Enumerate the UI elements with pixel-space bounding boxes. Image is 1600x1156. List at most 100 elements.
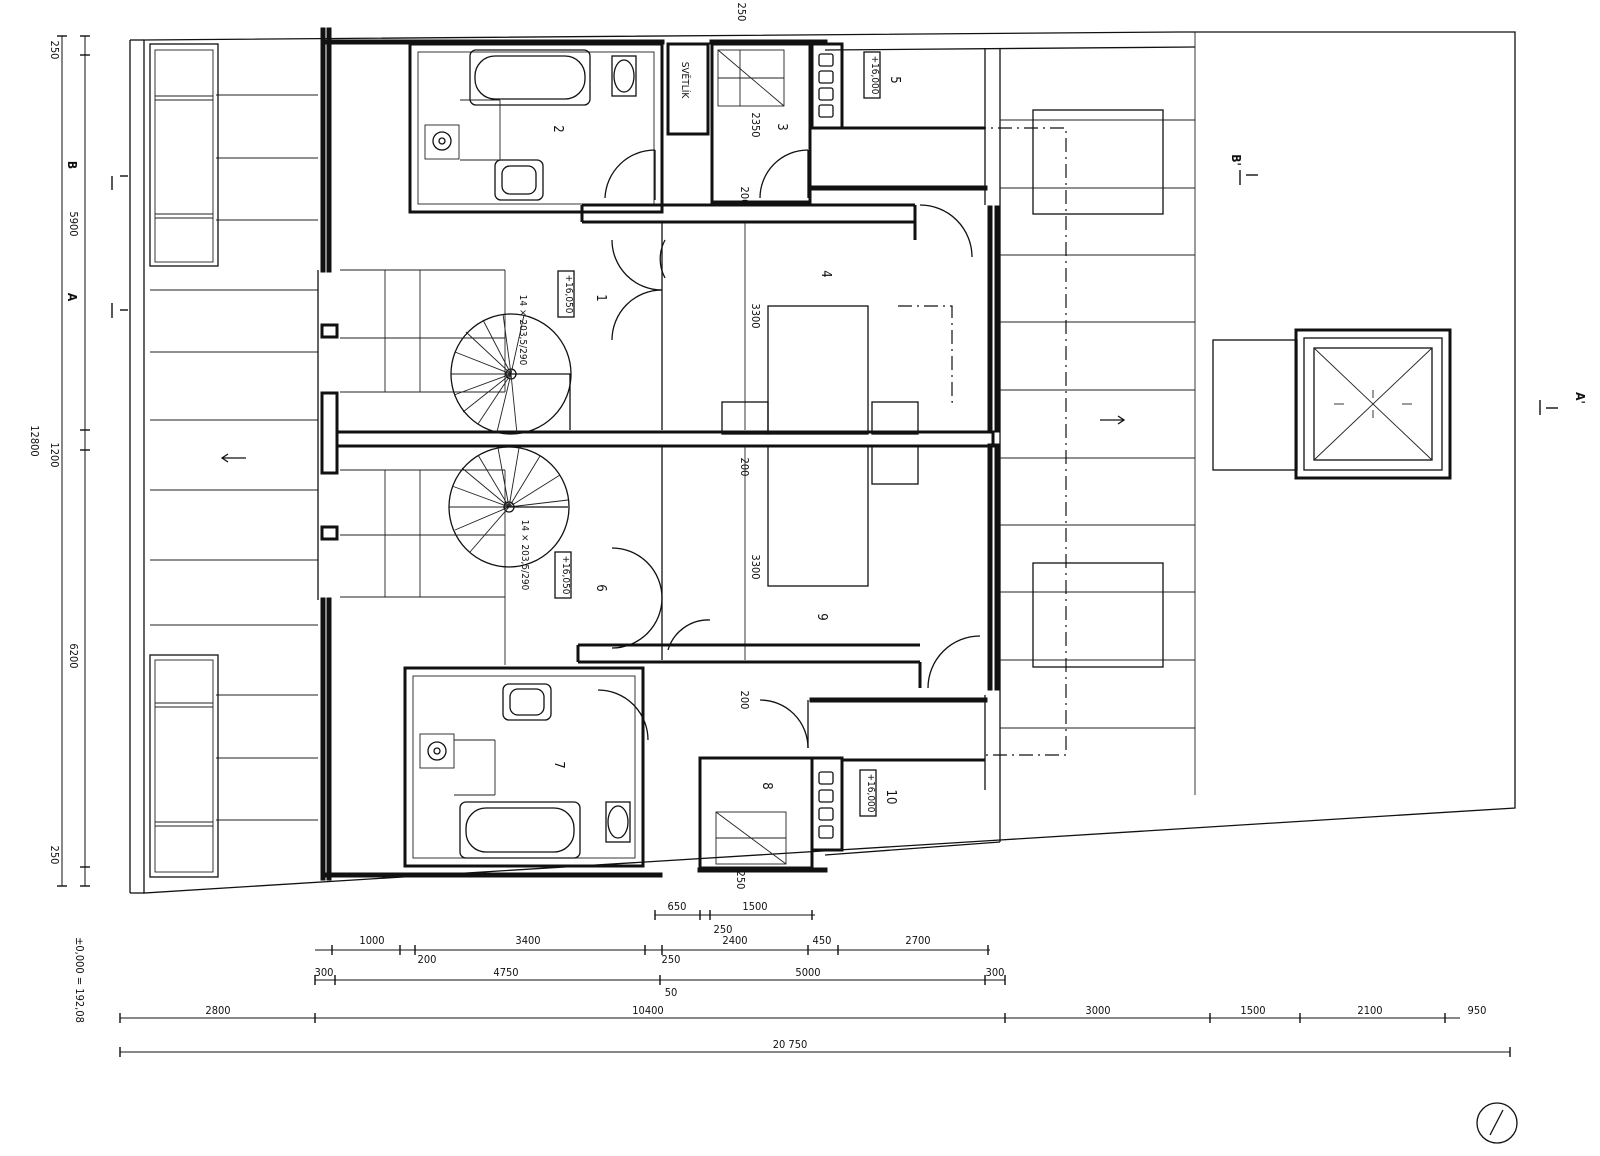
roof-window bbox=[1032, 562, 1164, 668]
section-label: B bbox=[65, 161, 79, 169]
shower-icon bbox=[432, 131, 452, 151]
left-dimension-chain bbox=[57, 35, 90, 887]
bathtub-icon bbox=[459, 801, 581, 859]
door-swing-icon bbox=[611, 289, 663, 341]
dimension-label: 450 bbox=[813, 934, 832, 947]
dimension-label: 2100 bbox=[1357, 1004, 1382, 1017]
dimension-label: 2350 bbox=[749, 112, 762, 137]
dimension-label: 3300 bbox=[749, 554, 762, 579]
dimension-label: 6200 bbox=[67, 643, 80, 668]
bathtub-icon bbox=[469, 49, 591, 106]
bottom-dimension-chains bbox=[119, 910, 1511, 1057]
left-balcony-strip bbox=[149, 43, 318, 878]
shower-icon bbox=[427, 741, 447, 761]
dimension-label: 50 bbox=[665, 986, 678, 999]
dimension-label: 1200 bbox=[48, 442, 61, 467]
east-terrace bbox=[842, 109, 1452, 756]
dimension-label: 2800 bbox=[205, 1004, 230, 1017]
level-box bbox=[554, 551, 572, 599]
level-mark: +16,000 bbox=[865, 773, 876, 812]
dimension-label: 250 bbox=[662, 953, 681, 966]
site-outline bbox=[129, 31, 1516, 894]
dimension-label: 20 750 bbox=[773, 1038, 808, 1051]
door-swing-icon bbox=[759, 699, 809, 749]
level-box bbox=[557, 270, 575, 318]
dimension-label: 4750 bbox=[493, 966, 518, 979]
dimension-label: 12800 bbox=[28, 425, 41, 456]
dimension-label: 650 bbox=[668, 900, 687, 913]
walls bbox=[317, 27, 1196, 881]
dimension-label: 250 bbox=[714, 923, 733, 936]
toilet-icon bbox=[494, 159, 544, 201]
room-number: 5 bbox=[887, 76, 902, 83]
room-number: 3 bbox=[774, 123, 789, 130]
dimension-label: 300 bbox=[315, 966, 334, 979]
room-number: 8 bbox=[759, 782, 774, 789]
stair-note: 14 × 203,5/290 bbox=[519, 520, 530, 591]
section-label: A' bbox=[1573, 392, 1587, 404]
dimension-label: 1000 bbox=[359, 934, 384, 947]
washbasin-icon bbox=[607, 805, 629, 839]
room-number: 2 bbox=[550, 125, 565, 132]
dimension-label: 250 bbox=[734, 871, 747, 890]
level-mark: +16,000 bbox=[869, 55, 880, 94]
door-swing-icon bbox=[759, 149, 809, 199]
north-arrow-icon bbox=[1476, 1102, 1518, 1144]
spiral-stair-icon bbox=[450, 313, 572, 435]
roof-light-icon bbox=[1313, 347, 1433, 461]
level-box bbox=[859, 769, 877, 817]
roof-window bbox=[1032, 109, 1164, 215]
dimension-label: 1500 bbox=[1240, 1004, 1265, 1017]
room-number: 6 bbox=[593, 584, 608, 591]
stair-note: 14 × 203,5/290 bbox=[517, 295, 528, 366]
dimension-label: 250 bbox=[735, 3, 748, 22]
door-swing-icon bbox=[611, 547, 663, 599]
spiral-stair-icon bbox=[448, 446, 570, 568]
room-number: 1 bbox=[593, 294, 608, 301]
door-swing-icon bbox=[597, 689, 649, 741]
dimension-label: 200 bbox=[418, 953, 437, 966]
datum-note: ±0,000 = 192,08 bbox=[73, 937, 86, 1023]
dimension-label: 5000 bbox=[795, 966, 820, 979]
section-label: B' bbox=[1229, 154, 1243, 166]
dimension-label: 3400 bbox=[515, 934, 540, 947]
room-number: 9 bbox=[814, 613, 829, 620]
level-mark: +16,050 bbox=[560, 555, 571, 594]
room-number: 10 bbox=[883, 790, 898, 805]
dimension-label: 200 bbox=[738, 691, 751, 710]
dimension-label: 2700 bbox=[905, 934, 930, 947]
washbasin-icon bbox=[613, 59, 635, 93]
dimension-label: 3300 bbox=[749, 303, 762, 328]
dimension-label: 950 bbox=[1468, 1004, 1487, 1017]
dimension-label: 300 bbox=[986, 966, 1005, 979]
section-label: A bbox=[65, 293, 79, 302]
room-number: 4 bbox=[818, 270, 833, 277]
dimension-label: 200 bbox=[738, 458, 751, 477]
right-arrow-icon bbox=[1100, 415, 1126, 425]
dimension-label: 3000 bbox=[1085, 1004, 1110, 1017]
chair-icon bbox=[871, 401, 919, 435]
dimension-label: 250 bbox=[48, 41, 61, 60]
level-mark: +16,050 bbox=[563, 274, 574, 313]
dimension-label: 200 bbox=[738, 187, 751, 206]
door-swing-icon bbox=[927, 635, 981, 689]
table-icon bbox=[767, 305, 869, 435]
upper-unit bbox=[340, 42, 988, 435]
table-icon bbox=[767, 445, 869, 587]
chair-icon bbox=[871, 445, 919, 485]
dimension-label: 250 bbox=[48, 846, 61, 865]
dimension-label: 5900 bbox=[67, 211, 80, 236]
door-swing-icon bbox=[604, 149, 656, 199]
room-number: 7 bbox=[551, 761, 566, 768]
toilet-icon bbox=[502, 683, 552, 721]
level-box bbox=[863, 51, 881, 99]
chair-icon bbox=[721, 401, 769, 435]
dimension-label: 2400 bbox=[722, 934, 747, 947]
door-swing-icon bbox=[919, 204, 973, 258]
section-markers bbox=[111, 170, 1558, 415]
dimension-label: 10400 bbox=[632, 1004, 663, 1017]
skylight-label: SVĚTLÍK bbox=[679, 62, 692, 100]
lower-unit bbox=[340, 445, 988, 870]
left-arrow-icon bbox=[220, 453, 246, 463]
